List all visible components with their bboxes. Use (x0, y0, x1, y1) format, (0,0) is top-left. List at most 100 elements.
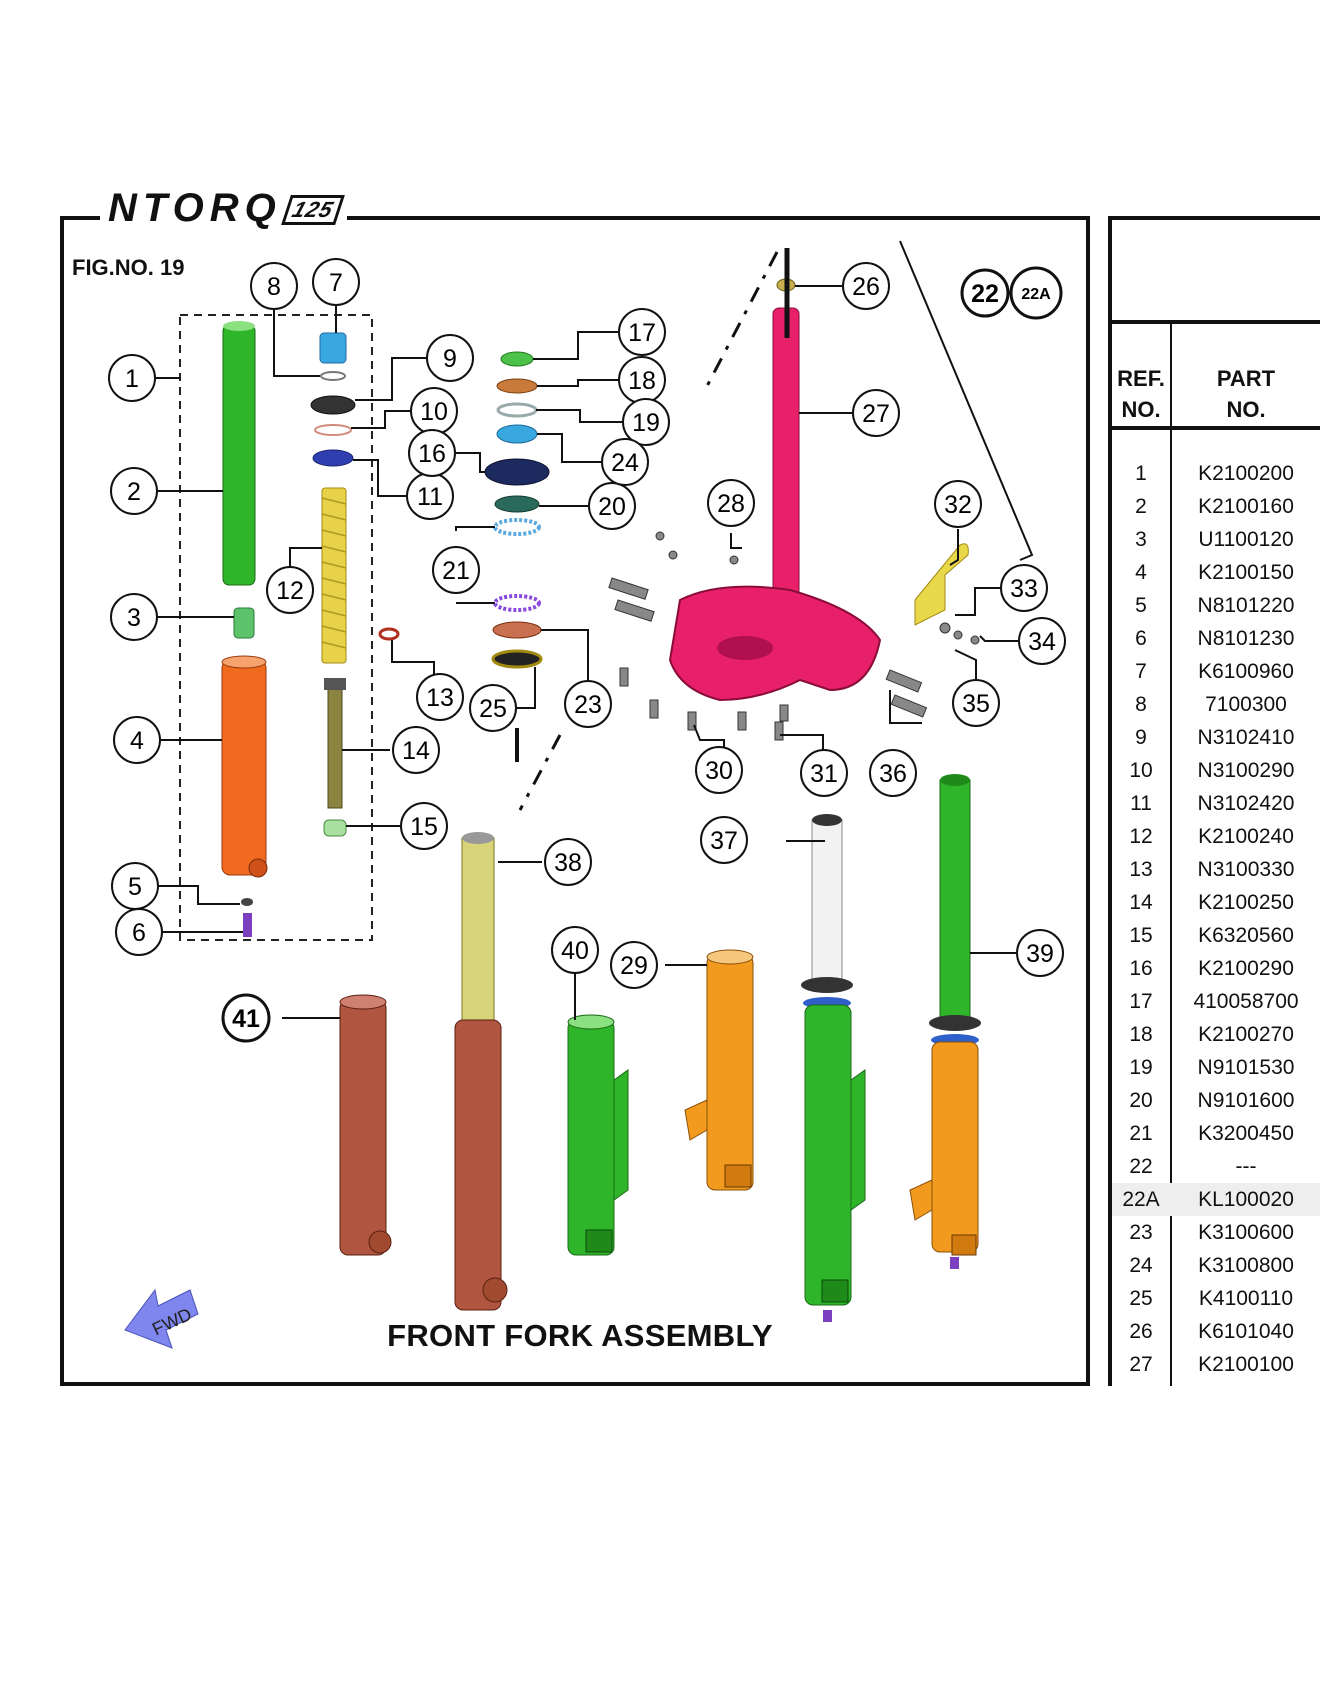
ref-no-cell: 27 (1129, 1353, 1153, 1376)
ref-header-line2: NO. (1121, 397, 1161, 422)
callout-37: 37 (700, 816, 748, 864)
callout-label: 5 (128, 873, 142, 901)
callout-9: 9 (426, 334, 474, 382)
callout-29: 29 (610, 941, 658, 989)
ref-no-cell: 10 (1129, 759, 1153, 782)
bushing-part (233, 607, 255, 639)
callout-4: 4 (113, 716, 161, 764)
part-no-cell: 7100300 (1205, 693, 1287, 716)
cup-part (484, 458, 550, 486)
ref-no-cell: 15 (1129, 924, 1153, 947)
outer-tube-part-41 (339, 994, 392, 1256)
parts-table-header (1108, 320, 1320, 430)
outer-tube-part-29 (684, 949, 754, 1191)
part-no-cell: K3100800 (1198, 1254, 1294, 1277)
callout-27: 27 (852, 389, 900, 437)
fork-assembly-part-38 (454, 832, 508, 1311)
washer-part-18 (496, 378, 538, 394)
ref-no-cell: 6 (1135, 627, 1147, 650)
part-no-cell: K6100960 (1198, 660, 1294, 683)
callout-6: 6 (115, 908, 163, 956)
callout-2: 2 (110, 467, 158, 515)
dust-seal-part-25 (491, 649, 543, 669)
lock-nut-part (500, 351, 534, 367)
cone-part (492, 621, 542, 639)
callout-10: 10 (410, 387, 458, 435)
callout-22: 22 (960, 268, 1010, 318)
part-no-cell: K4100110 (1198, 1287, 1294, 1310)
part-no-cell: K3200450 (1198, 1122, 1294, 1145)
ref-no-cell: 22A (1122, 1188, 1160, 1211)
callout-label: 16 (418, 440, 446, 468)
ref-no-cell: 20 (1129, 1089, 1153, 1112)
callout-label: 18 (628, 367, 656, 395)
ref-no-header: REF. NO. (1112, 363, 1170, 425)
part-no-cell: 410058700 (1193, 990, 1299, 1013)
callout-label: 22 (971, 280, 999, 308)
callout-label: 14 (402, 737, 430, 765)
part-no-cell: K2100150 (1198, 561, 1294, 584)
ref-no-cell: 23 (1129, 1221, 1153, 1244)
callout-label: 32 (944, 491, 972, 519)
callout-3: 3 (110, 593, 158, 641)
damper-rod-part (327, 679, 343, 809)
callout-label: 41 (232, 1005, 260, 1033)
fork-assembly-part-39 (909, 774, 981, 1269)
callout-label: 17 (628, 319, 656, 347)
callout-label: 7 (329, 269, 343, 297)
clip-part (314, 424, 352, 436)
ref-no-cell: 12 (1129, 825, 1153, 848)
callout-41: 41 (221, 993, 271, 1043)
callout-40: 40 (551, 926, 599, 974)
callout-label: 13 (426, 684, 454, 712)
callout-35: 35 (952, 679, 1000, 727)
callout-label: 31 (810, 760, 838, 788)
callout-label: 24 (611, 449, 639, 477)
lock-washer-part (496, 402, 538, 418)
callout-label: 21 (442, 557, 470, 585)
ref-no-cell: 19 (1129, 1056, 1153, 1079)
part-no-cell: KL100020 (1198, 1188, 1294, 1211)
part-no-cell: K3100600 (1198, 1221, 1294, 1244)
part-no-cell: N8101220 (1197, 594, 1295, 617)
diagram-title: FRONT FORK ASSEMBLY (387, 1318, 773, 1353)
ref-no-cell: 1 (1135, 462, 1147, 485)
callout-25: 25 (469, 684, 517, 732)
part-no-cell: N3100290 (1197, 759, 1295, 782)
callout-21: 21 (432, 546, 480, 594)
part-no-cell: K2100160 (1198, 495, 1294, 518)
part-no-cell: K2100100 (1198, 1353, 1294, 1376)
ref-no-cell: 3 (1135, 528, 1147, 551)
part-no-cell: K6101040 (1198, 1320, 1294, 1343)
callout-28: 28 (707, 479, 755, 527)
oil-seal-part (310, 395, 356, 415)
callout-label: 2 (127, 478, 141, 506)
part-header-line1: PART (1216, 366, 1276, 391)
callout-19: 19 (622, 398, 670, 446)
callout-7: 7 (312, 258, 360, 306)
callout-label: 22A (1021, 286, 1051, 303)
part-no-cell: N9101600 (1197, 1089, 1295, 1112)
callout-label: 28 (717, 490, 745, 518)
callout-label: 11 (417, 483, 443, 511)
callout-label: 30 (705, 757, 733, 785)
callout-label: 35 (962, 690, 990, 718)
part-no-cell: K2100270 (1198, 1023, 1294, 1046)
diagram-frame (60, 216, 1090, 1386)
callout-22A: 22A (1009, 266, 1063, 320)
callout-18: 18 (618, 356, 666, 404)
logo-text: NTORQ (108, 186, 282, 230)
